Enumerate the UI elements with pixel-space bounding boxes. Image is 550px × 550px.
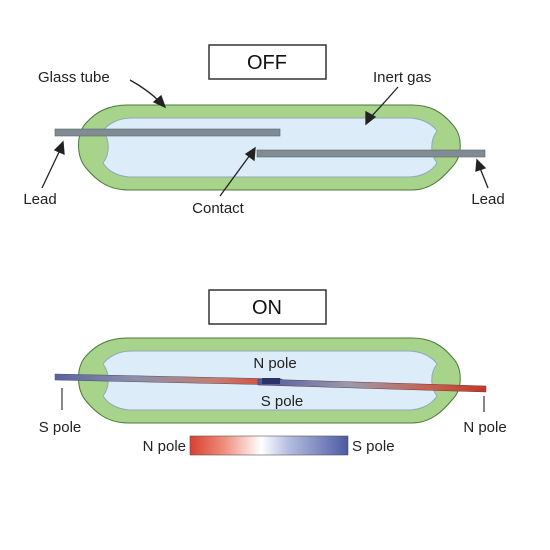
gradient-s-pole-label: S pole <box>352 438 395 455</box>
glass-tube-label: Glass tube <box>38 69 110 86</box>
right-reed-lead <box>256 149 486 158</box>
lead-right-arrowhead <box>475 158 487 172</box>
lead-left-arrowhead <box>53 140 65 156</box>
lead-right-label: Lead <box>471 191 504 208</box>
n-pole-right-label: N pole <box>463 419 506 436</box>
on-state-label: ON <box>252 297 282 319</box>
s-pole-center-label: S pole <box>261 393 304 410</box>
on-state-box <box>208 289 327 325</box>
inert-gas-chamber <box>102 117 438 178</box>
inert-gas-label: Inert gas <box>373 69 431 86</box>
on-diagram: ON N pole S pole S pole N pole N pole S … <box>39 289 507 456</box>
contact-arrowhead <box>244 146 256 162</box>
s-pole-left-label: S pole <box>39 419 82 436</box>
glass-tube-arrowhead <box>152 94 167 109</box>
right-reed-magnetized <box>257 378 487 393</box>
glass-tube-arrow <box>129 79 161 103</box>
lead-left-arrow <box>41 149 61 189</box>
contact-point <box>262 378 280 384</box>
gradient-n-pole-label: N pole <box>143 438 186 455</box>
contact-label: Contact <box>192 200 245 217</box>
inert-gas-arrowhead <box>365 110 377 126</box>
off-state-label: OFF <box>247 52 287 74</box>
left-reed-lead <box>54 128 281 137</box>
n-pole-top-label: N pole <box>253 355 296 372</box>
polarity-gradient-bar <box>189 435 349 456</box>
lead-right-arrow <box>479 167 489 189</box>
contact-arrow <box>219 154 251 197</box>
lead-left-label: Lead <box>23 191 56 208</box>
off-state-box <box>208 44 327 80</box>
off-diagram: OFF Glass tube Inert gas Lead Lead Conta… <box>23 44 505 217</box>
off-pointer-arrows <box>41 79 489 197</box>
